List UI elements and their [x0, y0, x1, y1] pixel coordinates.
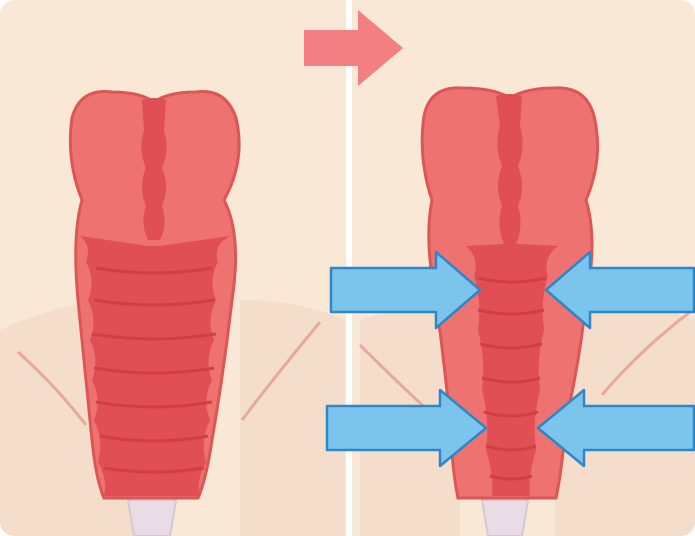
after-base-ring — [482, 500, 528, 536]
before-base-ring — [128, 500, 176, 536]
